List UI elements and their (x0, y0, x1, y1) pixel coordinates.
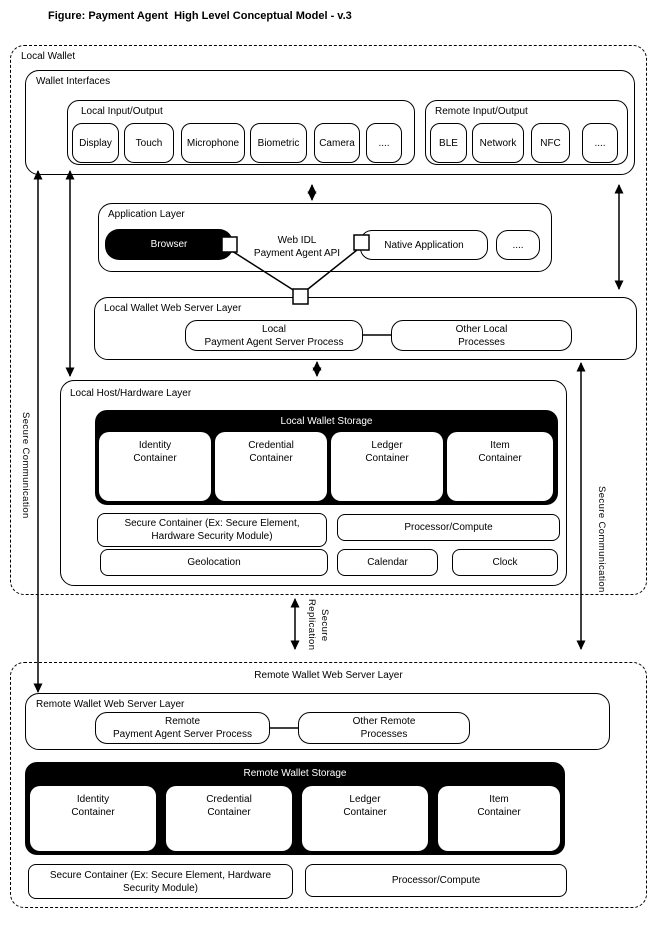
remote-payment-agent-process-node: Remote Payment Agent Server Process (95, 712, 270, 744)
io-biometric: Biometric (250, 123, 307, 163)
native-application-node: Native Application (360, 230, 488, 260)
local-payment-agent-process-node: Local Payment Agent Server Process (185, 320, 363, 351)
remote-web-server-layer-label: Remote Wallet Web Server Layer (36, 699, 185, 710)
storage-container-item-local: Item Container (447, 432, 553, 501)
application-layer-label: Application Layer (108, 209, 185, 220)
local-wallet-label: Local Wallet (21, 51, 76, 62)
secure-container-node-local: Secure Container (Ex: Secure Element, Ha… (97, 513, 327, 547)
figure-title: Figure: Payment Agent High Level Concept… (48, 10, 352, 22)
application-more-node: .... (496, 230, 540, 260)
io-more: .... (366, 123, 402, 163)
storage-container-ledger-remote: Ledger Container (302, 786, 428, 851)
processor-compute-node-local: Processor/Compute (337, 514, 560, 541)
remote-wallet-section-label: Remote Wallet Web Server Layer (254, 670, 403, 681)
local-wallet-storage-label: Local Wallet Storage (280, 416, 373, 427)
io-network: Network (472, 123, 524, 163)
browser-node: Browser (105, 229, 233, 260)
storage-container-identity-remote: Identity Container (30, 786, 156, 851)
secure-communication-right-label: Secure Communication (596, 485, 607, 593)
local-web-server-layer-label: Local Wallet Web Server Layer (104, 303, 242, 314)
secure-communication-left-label: Secure Communication (20, 412, 31, 519)
geolocation-node: Geolocation (100, 549, 328, 576)
local-wallet-boundary: Local Wallet (10, 45, 647, 595)
wallet-interfaces-label: Wallet Interfaces (36, 76, 111, 87)
storage-container-item-remote: Item Container (438, 786, 560, 851)
io-nfc: NFC (531, 123, 570, 163)
clock-node: Clock (452, 549, 558, 576)
io-display: Display (72, 123, 119, 163)
local-host-hardware-layer-label: Local Host/Hardware Layer (70, 388, 192, 399)
storage-container-credential-local: Credential Container (215, 432, 327, 501)
calendar-node: Calendar (337, 549, 438, 576)
storage-container-identity-local: Identity Container (99, 432, 211, 501)
remote-io-label: Remote Input/Output (435, 106, 528, 117)
storage-container-ledger-local: Ledger Container (331, 432, 443, 501)
io-microphone: Microphone (181, 123, 245, 163)
local-io-label: Local Input/Output (81, 106, 163, 117)
secure-replication-label: Secure Replication (306, 599, 330, 651)
processor-compute-node-remote: Processor/Compute (305, 864, 567, 897)
other-local-processes-node: Other Local Processes (391, 320, 572, 351)
secure-container-node-remote: Secure Container (Ex: Secure Element, Ha… (28, 864, 293, 899)
io-camera: Camera (314, 123, 360, 163)
io-ble: BLE (430, 123, 467, 163)
storage-container-credential-remote: Credential Container (166, 786, 292, 851)
payment-agent-api-label: Web IDL Payment Agent API (253, 235, 341, 259)
remote-wallet-boundary: Remote Wallet Web Server Layer (10, 662, 647, 908)
other-remote-processes-node: Other Remote Processes (298, 712, 470, 744)
io-touch: Touch (124, 123, 174, 163)
remote-wallet-storage-label: Remote Wallet Storage (243, 768, 347, 779)
io-remote-more: .... (582, 123, 618, 163)
